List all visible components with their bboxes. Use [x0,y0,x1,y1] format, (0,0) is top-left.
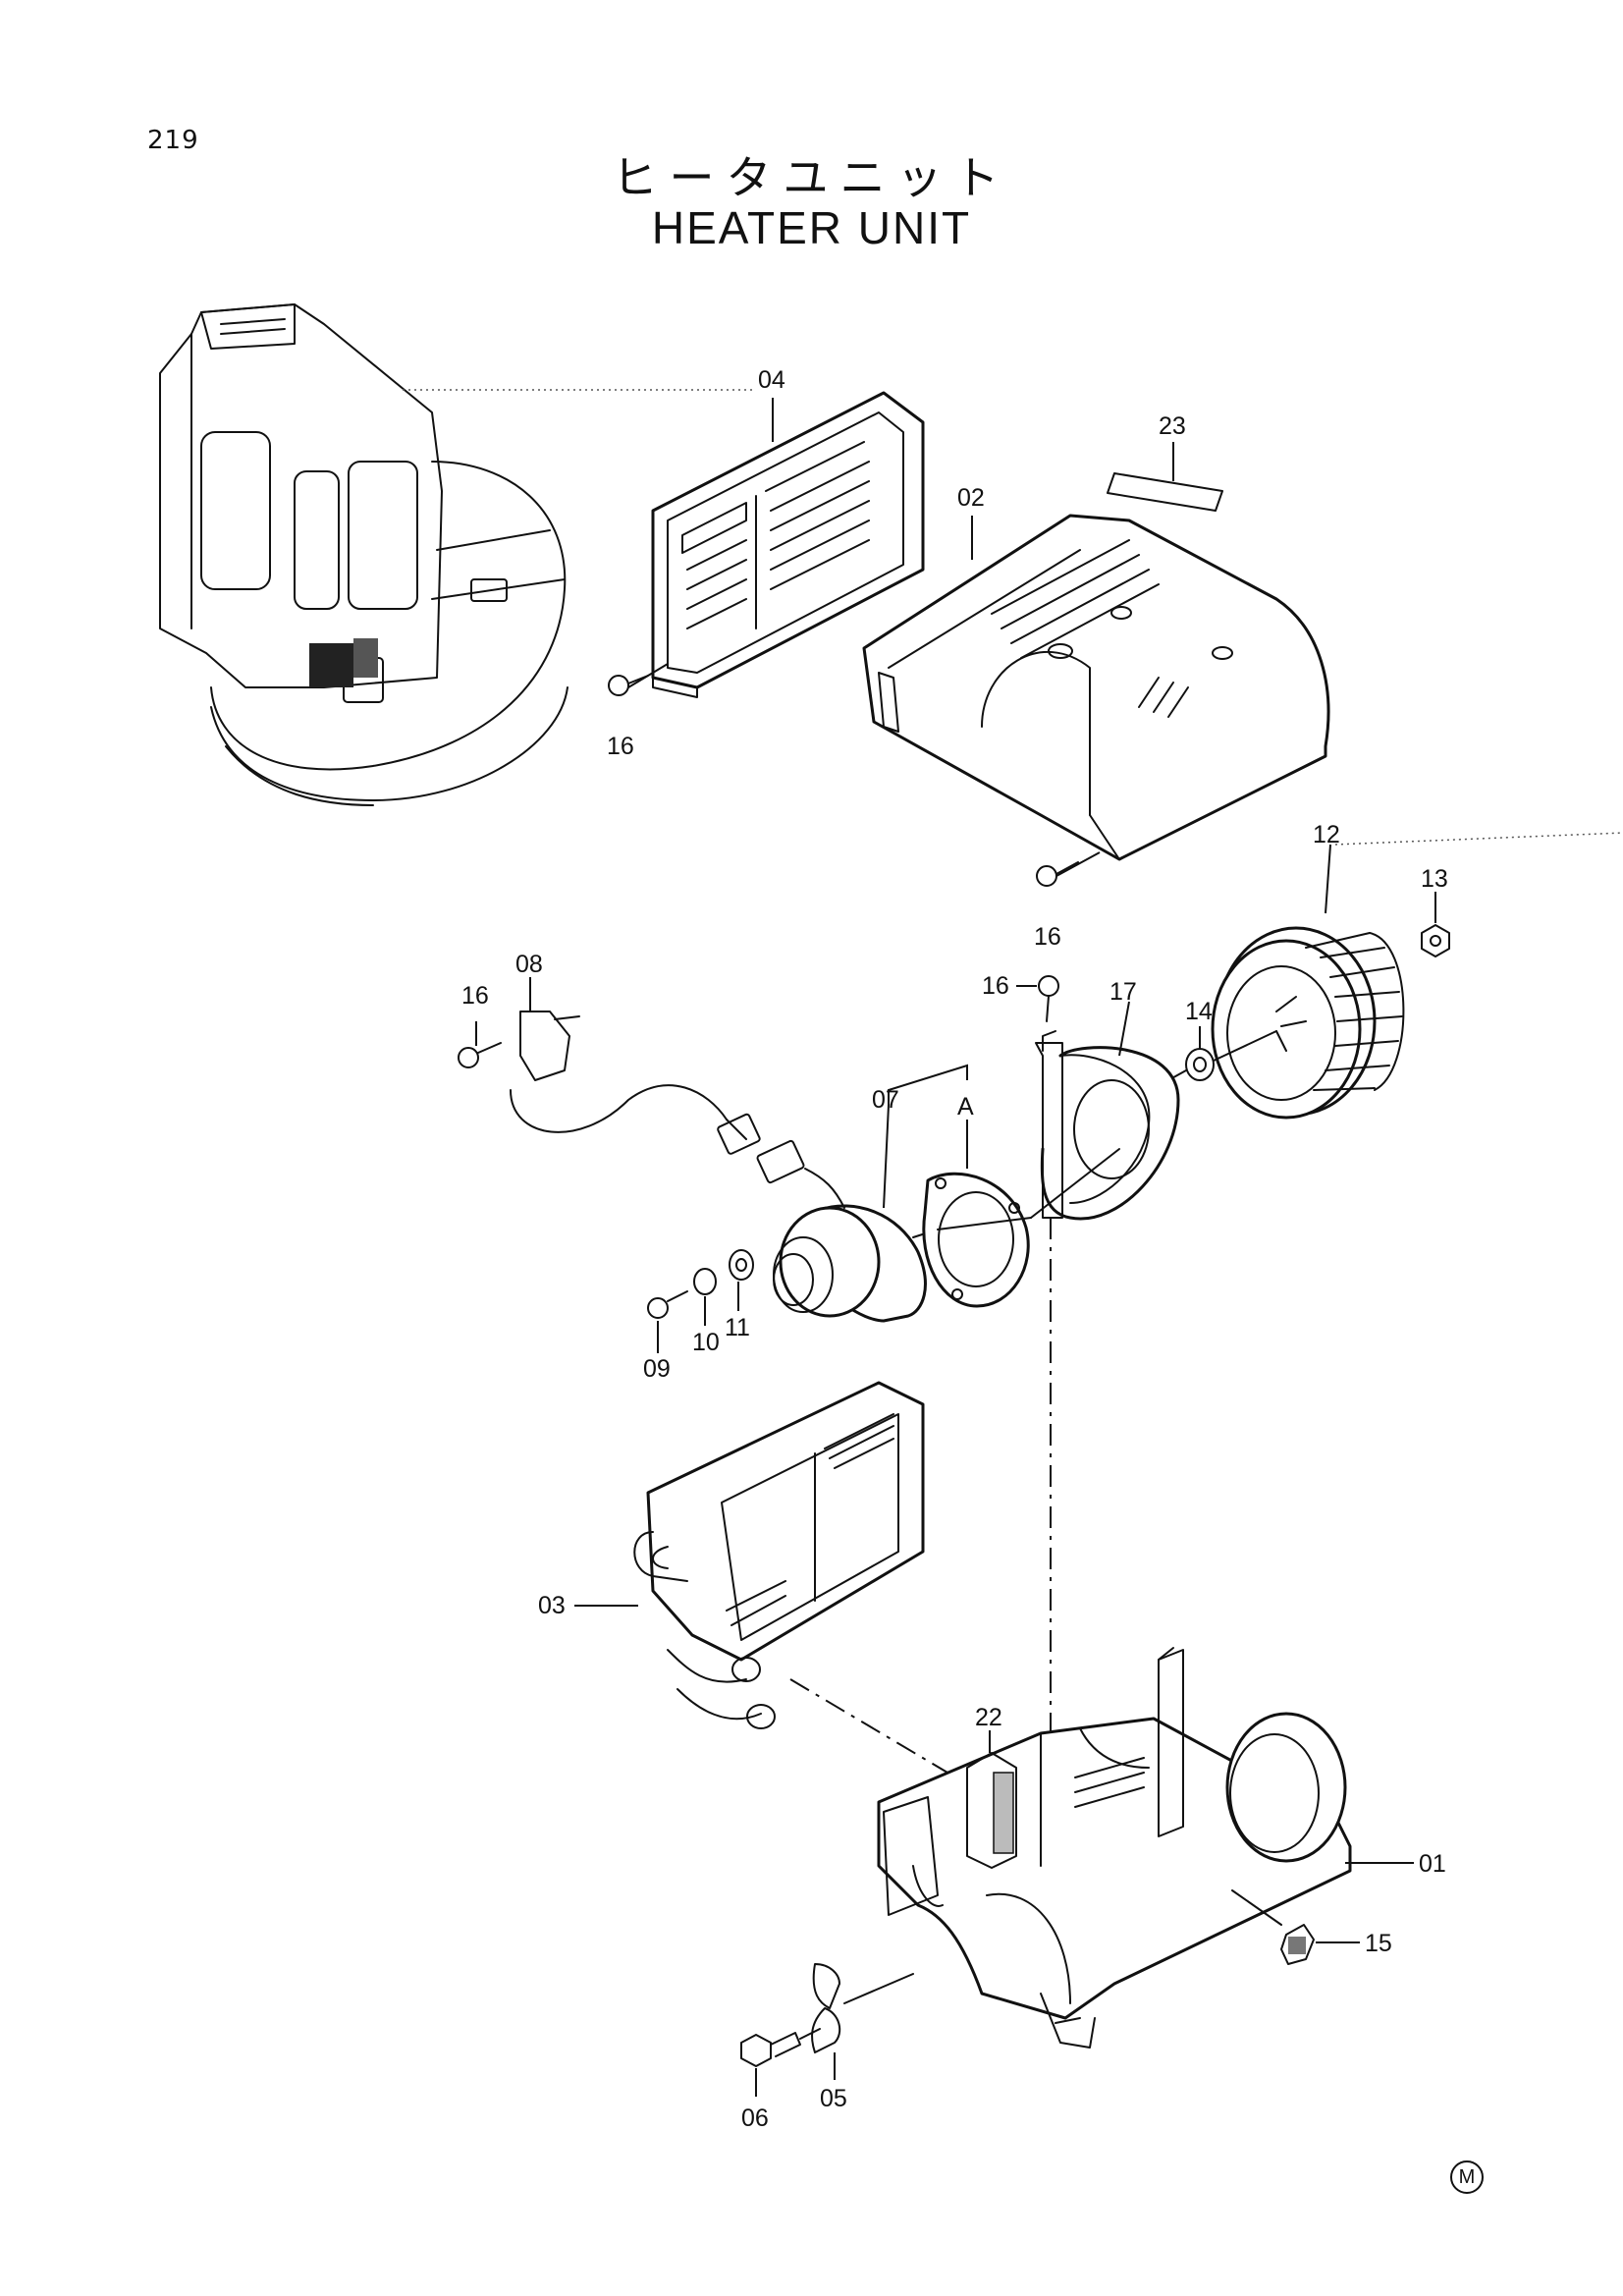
callout-A: A [957,1093,974,1121]
part-16-screw-a [608,663,669,696]
part-01-case [877,1647,1352,2049]
callout-10: 10 [692,1329,720,1356]
callout-16-c: 16 [982,972,1009,1000]
machine-cab-overview [159,303,756,806]
callout-07: 07 [872,1086,899,1114]
callout-05: 05 [820,2085,847,2112]
title-japanese: ヒータユニット [612,151,1011,204]
part-A-gasket [922,1172,1030,1308]
part-07-motor [773,1204,939,1323]
part-03-heater-core [633,1381,925,1729]
part-04-filter-frame [651,391,925,698]
callout-16-b: 16 [1034,923,1061,951]
callout-03: 03 [538,1592,566,1619]
page-number: 219 [147,126,199,155]
part-08-harness [510,1011,845,1209]
title-english: HEATER UNIT [651,202,972,253]
part-09-screw [647,1290,688,1353]
heater-location-marker [309,638,378,687]
callout-02: 02 [957,484,985,512]
part-12-fan [1211,926,1405,1120]
part-11-nut [729,1249,754,1311]
part-06-bolt [740,2028,821,2097]
part-15-clip [1280,1924,1360,1965]
callout-12: 12 [1313,821,1340,848]
part-14-washer [1167,1026,1277,1081]
part-05-bracket [811,1963,914,2080]
part-10-washer [693,1268,717,1326]
part-23-label [1107,442,1223,512]
part-13-nut [1421,892,1450,957]
part-16-screw-b [1036,851,1101,887]
part-22-seal [966,1730,1017,1869]
callout-15: 15 [1365,1930,1392,1957]
callout-22: 22 [975,1704,1002,1731]
callout-11: 11 [725,1314,750,1341]
part-02-cover [862,514,1330,861]
callout-04: 04 [758,366,785,394]
callout-01: 01 [1419,1850,1446,1878]
part-16-screw-d [458,1021,502,1068]
part-16-screw-c [1016,975,1059,1022]
callout-08: 08 [515,951,543,978]
callout-23: 23 [1159,412,1186,440]
callout-16-d: 16 [461,982,489,1010]
callout-13: 13 [1421,865,1448,893]
catalog-mark: M [1450,2160,1484,2194]
callout-06: 06 [741,2105,769,2132]
callout-17: 17 [1109,978,1137,1006]
callout-14: 14 [1185,998,1213,1025]
callout-16-a: 16 [607,733,634,760]
part-17-housing [1035,1030,1180,1221]
callout-09: 09 [643,1355,671,1383]
